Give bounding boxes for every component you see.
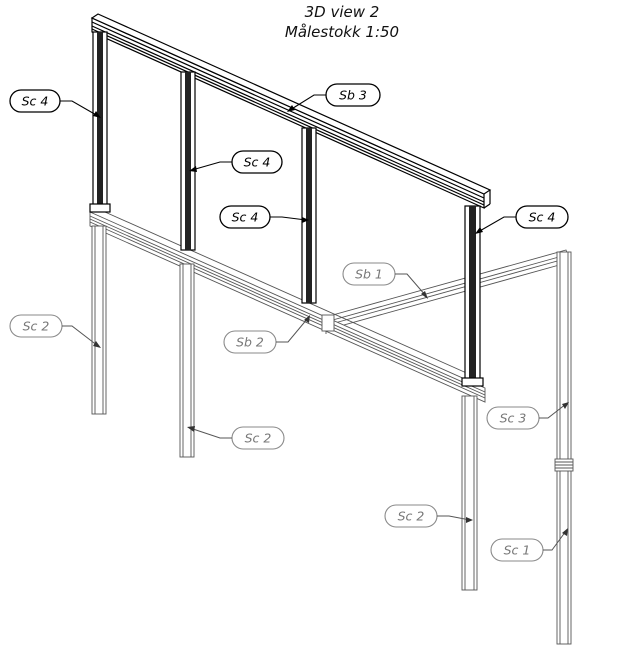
tag-sc2-mid[interactable]: Sc 2 — [187, 426, 285, 450]
tag-sc2-right[interactable]: Sc 2 — [384, 504, 473, 528]
tag-sc1[interactable]: Sc 1 — [490, 528, 568, 562]
beam-sb2 — [89, 207, 486, 403]
tag-sc4-mid-1[interactable]: Sc 4 — [189, 150, 283, 174]
tag-sc4-right[interactable]: Sc 4 — [475, 205, 569, 234]
beam-sb3 — [90, 13, 492, 209]
column-sc2-right — [461, 395, 478, 591]
tag-label: Sc 4 — [232, 210, 259, 225]
tag-sc3[interactable]: Sc 3 — [486, 402, 569, 430]
view-scale: Målestokk 1:50 — [285, 23, 399, 41]
tag-sc2-left[interactable]: Sc 2 — [9, 314, 101, 348]
column-back-right — [554, 251, 574, 645]
tag-label: Sc 1 — [504, 543, 531, 558]
tag-label: Sc 4 — [22, 94, 49, 109]
tag-label: Sc 2 — [245, 431, 272, 446]
column-sc2-mid — [179, 263, 195, 458]
column-sc2-left — [91, 225, 107, 415]
tag-label: Sb 1 — [355, 267, 383, 282]
context-structure — [89, 207, 574, 645]
column-sc4-mid1 — [180, 71, 196, 251]
column-sc4-mid2 — [301, 127, 317, 304]
tag-label: Sc 3 — [500, 411, 527, 426]
column-sc4-right — [461, 205, 484, 387]
tag-sb3[interactable]: Sb 3 — [287, 83, 381, 112]
view-title: 3D view 2 — [305, 3, 380, 21]
tag-label: Sc 2 — [23, 319, 50, 334]
tag-label: Sc 4 — [244, 155, 271, 170]
highlighted-structure — [89, 13, 492, 387]
column-sc4-left — [89, 31, 111, 213]
tag-label: Sb 2 — [236, 335, 264, 350]
tag-sb2[interactable]: Sb 2 — [223, 315, 310, 354]
tag-sc4-mid-2[interactable]: Sc 4 — [219, 205, 309, 229]
tag-label: Sb 3 — [339, 88, 367, 103]
tag-label: Sc 2 — [398, 509, 425, 524]
tag-sb1[interactable]: Sb 1 — [342, 262, 428, 299]
tag-label: Sc 4 — [529, 210, 556, 225]
tag-sc4-upper-left[interactable]: Sc 4 — [9, 89, 101, 118]
